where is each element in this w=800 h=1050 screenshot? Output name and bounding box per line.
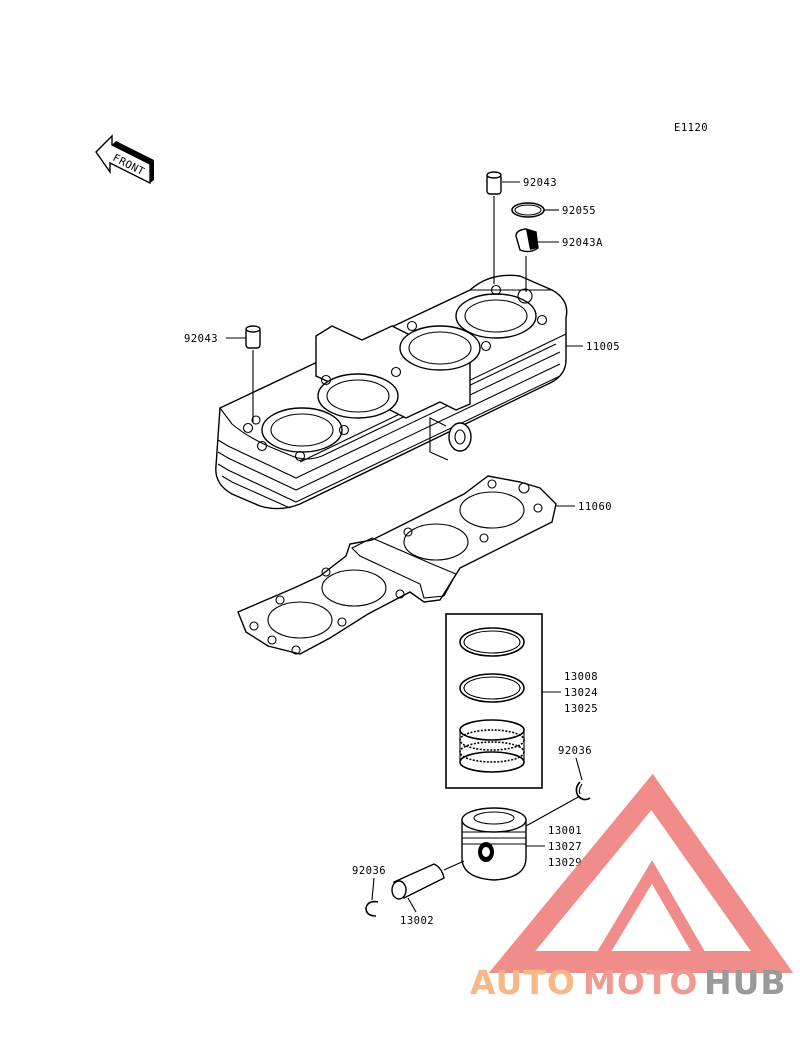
diagram-code: E1120 — [674, 122, 708, 134]
watermark-text: AUTO MOTO HUB — [470, 963, 787, 1002]
callout-11060: 11060 — [578, 501, 612, 513]
watermark-hub: HUB — [704, 963, 787, 1002]
callout-13029: 13029 — [548, 857, 582, 869]
callout-13024: 13024 — [564, 687, 598, 699]
cylinder-block — [215, 274, 568, 510]
callout-92036-right: 92036 — [558, 745, 592, 757]
o-ring — [511, 202, 545, 218]
circlip-left — [365, 900, 379, 917]
callout-92043A: 92043A — [562, 237, 603, 249]
callout-92043-left: 92043 — [184, 333, 218, 345]
dowel-pin-top — [486, 171, 502, 195]
dowel-pin-92043A — [515, 228, 539, 253]
callout-13001: 13001 — [548, 825, 582, 837]
callout-92055: 92055 — [562, 205, 596, 217]
callout-11005: 11005 — [586, 341, 620, 353]
watermark-logo — [488, 773, 794, 973]
piston — [461, 807, 527, 881]
callout-13008: 13008 — [564, 671, 598, 683]
dowel-pin-left — [245, 325, 261, 349]
watermark-moto: MOTO — [583, 963, 698, 1002]
cylinder-base-gasket — [237, 475, 557, 655]
callout-13027: 13027 — [548, 841, 582, 853]
piston-pin — [391, 863, 445, 900]
watermark-auto: AUTO — [470, 963, 576, 1002]
callout-92043-top: 92043 — [523, 177, 557, 189]
callout-13002: 13002 — [400, 915, 434, 927]
callout-13025: 13025 — [564, 703, 598, 715]
piston-ring-set — [445, 613, 543, 789]
front-arrow-icon: FRONT — [95, 134, 154, 185]
callout-92036-left: 92036 — [352, 865, 386, 877]
circlip-right — [575, 781, 591, 801]
